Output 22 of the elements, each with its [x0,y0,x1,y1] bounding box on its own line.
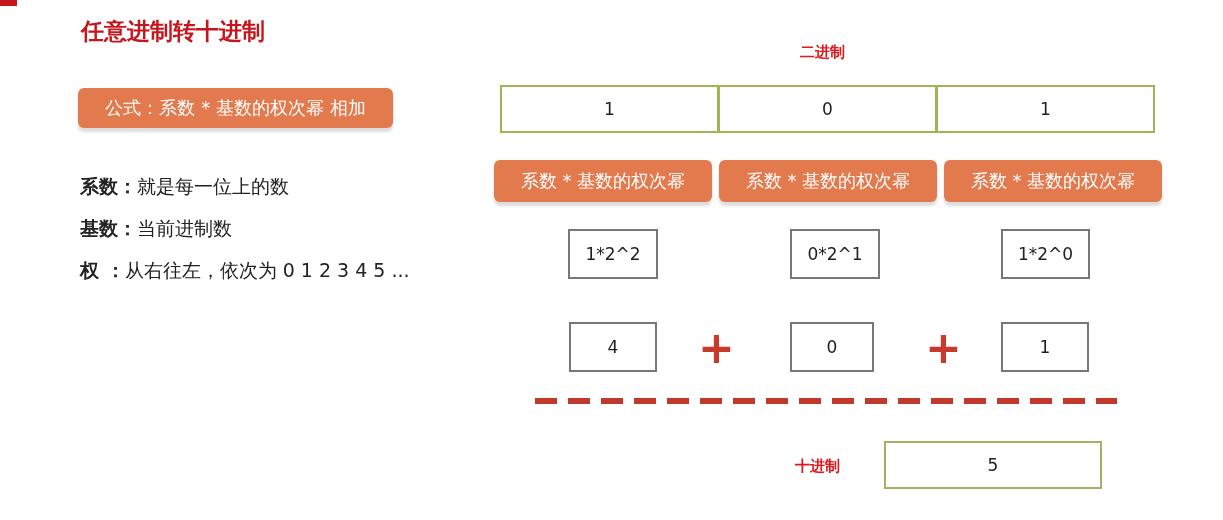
plus-sign: + [925,326,962,370]
value-box: 4 [569,322,657,372]
value-box: 0 [790,322,874,372]
definition-text: 系数：就是每一位上的数 [80,174,289,199]
term-box: 0*2^1 [790,229,880,279]
definition-text: 基数：当前进制数 [80,216,232,241]
digit-cell: 1 [936,85,1155,133]
formula-banner: 系数 * 基数的权次幂 [494,160,712,202]
formula-banner: 公式：系数 * 基数的权次幂 相加 [78,88,393,128]
formula-banner: 系数 * 基数的权次幂 [719,160,937,202]
row-label: 二进制 [800,43,845,62]
value-box: 1 [1001,322,1089,372]
definition-text: 权 ：从右往左，依次为 0 1 2 3 4 5 ... [80,258,410,283]
term-box: 1*2^2 [568,229,658,279]
value-text: 5 [987,455,999,475]
slide-title: 任意进制转十进制 [81,17,265,46]
side-label: 十进制 [795,457,840,476]
digit-cell: 0 [718,85,937,133]
term-box: 1*2^0 [1001,229,1090,279]
digit-cell: 1 [500,85,719,133]
formula-banner: 系数 * 基数的权次幂 [944,160,1162,202]
plus-sign: + [698,326,735,370]
